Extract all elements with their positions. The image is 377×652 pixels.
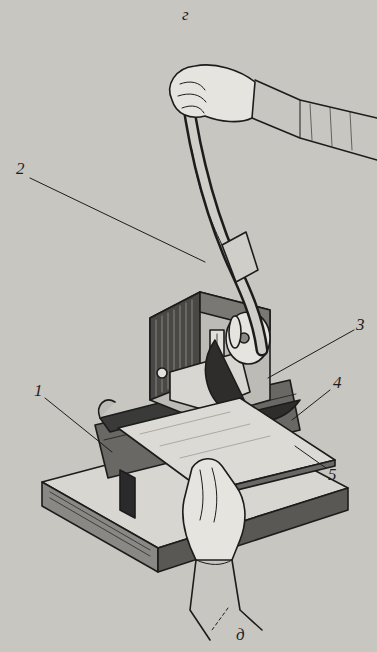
callout-number: 5 [328, 466, 337, 483]
callout-number: 3 [356, 316, 365, 333]
callout-number: 1 [34, 382, 43, 399]
callout-number: 2 [16, 160, 25, 177]
lower-hand [183, 459, 262, 640]
upper-hand [170, 65, 377, 160]
figure-letter: г [182, 6, 189, 23]
leader-lines [30, 178, 354, 630]
callout-number: 4 [333, 374, 342, 391]
figure-letter: д [236, 626, 245, 643]
